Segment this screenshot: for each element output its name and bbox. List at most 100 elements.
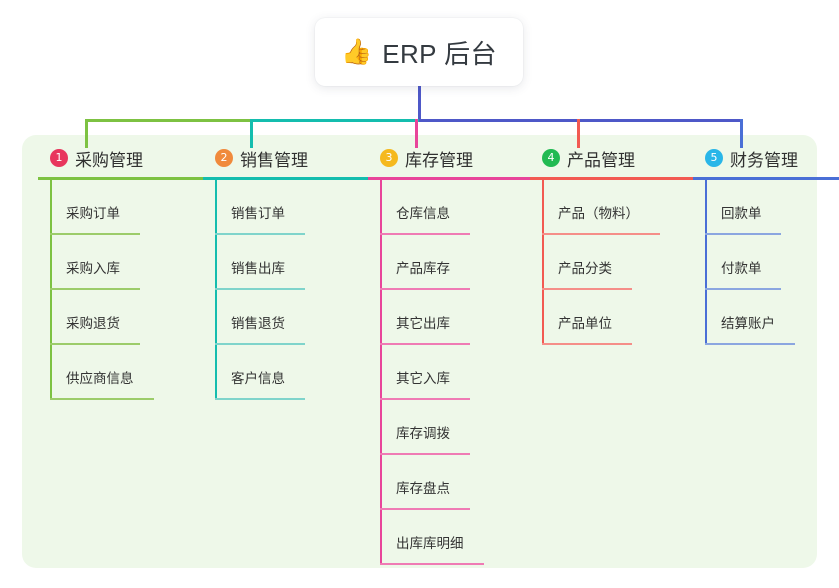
leaf-item[interactable]: 其它出库 (368, 290, 530, 345)
leaf-item[interactable]: 产品库存 (368, 235, 530, 290)
leaf-item-label: 产品库存 (396, 261, 450, 276)
leaf-item-rule (380, 453, 470, 455)
drop-line-2 (250, 119, 253, 148)
column-title: 销售管理 (240, 150, 308, 170)
column-spine (215, 180, 217, 400)
column-财务管理: 5 财务管理回款单付款单结算账户 (693, 146, 839, 345)
column-库存管理: 3 库存管理仓库信息产品库存其它出库其它入库库存调拨库存盘点出库库明细 (368, 146, 530, 565)
leaf-item-rule (215, 343, 305, 345)
leaf-item-label: 销售订单 (231, 206, 285, 221)
leaf-item[interactable]: 产品分类 (530, 235, 693, 290)
column-underline (38, 177, 203, 180)
drop-line-3 (415, 119, 418, 148)
column-items: 采购订单采购入库采购退货供应商信息 (38, 180, 203, 400)
column-items: 仓库信息产品库存其它出库其它入库库存调拨库存盘点出库库明细 (368, 180, 530, 565)
leaf-item-rule (705, 343, 795, 345)
leaf-item-rule (380, 343, 470, 345)
leaf-item[interactable]: 供应商信息 (38, 345, 203, 400)
leaf-item[interactable]: 库存调拨 (368, 400, 530, 455)
thumbs-up-icon: 👍 (341, 37, 373, 66)
column-spine (542, 180, 544, 345)
diagram-panel (22, 135, 817, 568)
leaf-item[interactable]: 客户信息 (203, 345, 368, 400)
leaf-item-label: 结算账户 (721, 316, 775, 331)
leaf-item-rule (215, 398, 305, 400)
leaf-item-rule (380, 398, 470, 400)
leaf-item-label: 出库库明细 (396, 536, 464, 551)
column-title: 财务管理 (730, 150, 798, 170)
leaf-item[interactable]: 销售退货 (203, 290, 368, 345)
leaf-item-rule (705, 233, 781, 235)
leaf-item[interactable]: 出库库明细 (368, 510, 530, 565)
drop-line-5 (740, 119, 743, 148)
leaf-item-rule (380, 233, 470, 235)
leaf-item-rule (50, 288, 140, 290)
leaf-item[interactable]: 库存盘点 (368, 455, 530, 510)
column-badge-1: 1 (50, 149, 68, 167)
column-underline (693, 177, 839, 180)
leaf-item-label: 产品分类 (558, 261, 612, 276)
leaf-item-rule (542, 233, 660, 235)
leaf-item-label: 其它入库 (396, 371, 450, 386)
leaf-item-label: 销售出库 (231, 261, 285, 276)
leaf-item-rule (380, 508, 470, 510)
leaf-item-label: 客户信息 (231, 371, 285, 386)
leaf-item-rule (380, 563, 484, 565)
bus-segment-3 (419, 119, 743, 122)
drop-line-4 (577, 119, 580, 148)
column-title: 产品管理 (567, 150, 635, 170)
leaf-item[interactable]: 其它入库 (368, 345, 530, 400)
column-spine (50, 180, 52, 400)
leaf-item[interactable]: 采购退货 (38, 290, 203, 345)
leaf-item-rule (542, 288, 632, 290)
leaf-item[interactable]: 采购入库 (38, 235, 203, 290)
leaf-item-label: 采购订单 (66, 206, 120, 221)
column-header-3[interactable]: 3 库存管理 (368, 146, 530, 170)
trunk-line (418, 86, 421, 122)
column-badge-4: 4 (542, 149, 560, 167)
leaf-item-rule (215, 233, 305, 235)
leaf-item-label: 产品（物料） (558, 206, 639, 221)
leaf-item-label: 产品单位 (558, 316, 612, 331)
leaf-item-label: 采购入库 (66, 261, 120, 276)
column-title: 采购管理 (75, 150, 143, 170)
leaf-item-rule (50, 343, 140, 345)
leaf-item[interactable]: 采购订单 (38, 180, 203, 235)
root-node-card[interactable]: 👍 ERP 后台 (315, 18, 523, 86)
leaf-item-rule (50, 233, 140, 235)
leaf-item-label: 回款单 (721, 206, 762, 221)
column-header-1[interactable]: 1 采购管理 (38, 146, 203, 170)
column-产品管理: 4 产品管理产品（物料） 产品分类产品单位 (530, 146, 693, 345)
leaf-item-label: 其它出库 (396, 316, 450, 331)
leaf-item[interactable]: 产品（物料） (530, 180, 693, 235)
column-header-4[interactable]: 4 产品管理 (530, 146, 693, 170)
leaf-item-label: 库存盘点 (396, 481, 450, 496)
leaf-item[interactable]: 付款单 (693, 235, 839, 290)
leaf-item-label: 采购退货 (66, 316, 120, 331)
bus-segment-2 (250, 119, 422, 122)
column-badge-3: 3 (380, 149, 398, 167)
bus-segment-1 (85, 119, 253, 122)
column-underline (368, 177, 530, 180)
leaf-item[interactable]: 销售订单 (203, 180, 368, 235)
leaf-item-label: 销售退货 (231, 316, 285, 331)
column-underline (530, 177, 693, 180)
column-header-5[interactable]: 5 财务管理 (693, 146, 839, 170)
drop-line-1 (85, 119, 88, 148)
leaf-item-label: 仓库信息 (396, 206, 450, 221)
leaf-item[interactable]: 产品单位 (530, 290, 693, 345)
leaf-item[interactable]: 销售出库 (203, 235, 368, 290)
leaf-item[interactable]: 仓库信息 (368, 180, 530, 235)
column-采购管理: 1 采购管理采购订单采购入库采购退货供应商信息 (38, 146, 203, 400)
column-badge-5: 5 (705, 149, 723, 167)
leaf-item[interactable]: 回款单 (693, 180, 839, 235)
column-spine (705, 180, 707, 345)
column-spine (380, 180, 382, 565)
column-underline (203, 177, 368, 180)
leaf-item[interactable]: 结算账户 (693, 290, 839, 345)
column-title: 库存管理 (405, 150, 473, 170)
leaf-item-rule (380, 288, 470, 290)
